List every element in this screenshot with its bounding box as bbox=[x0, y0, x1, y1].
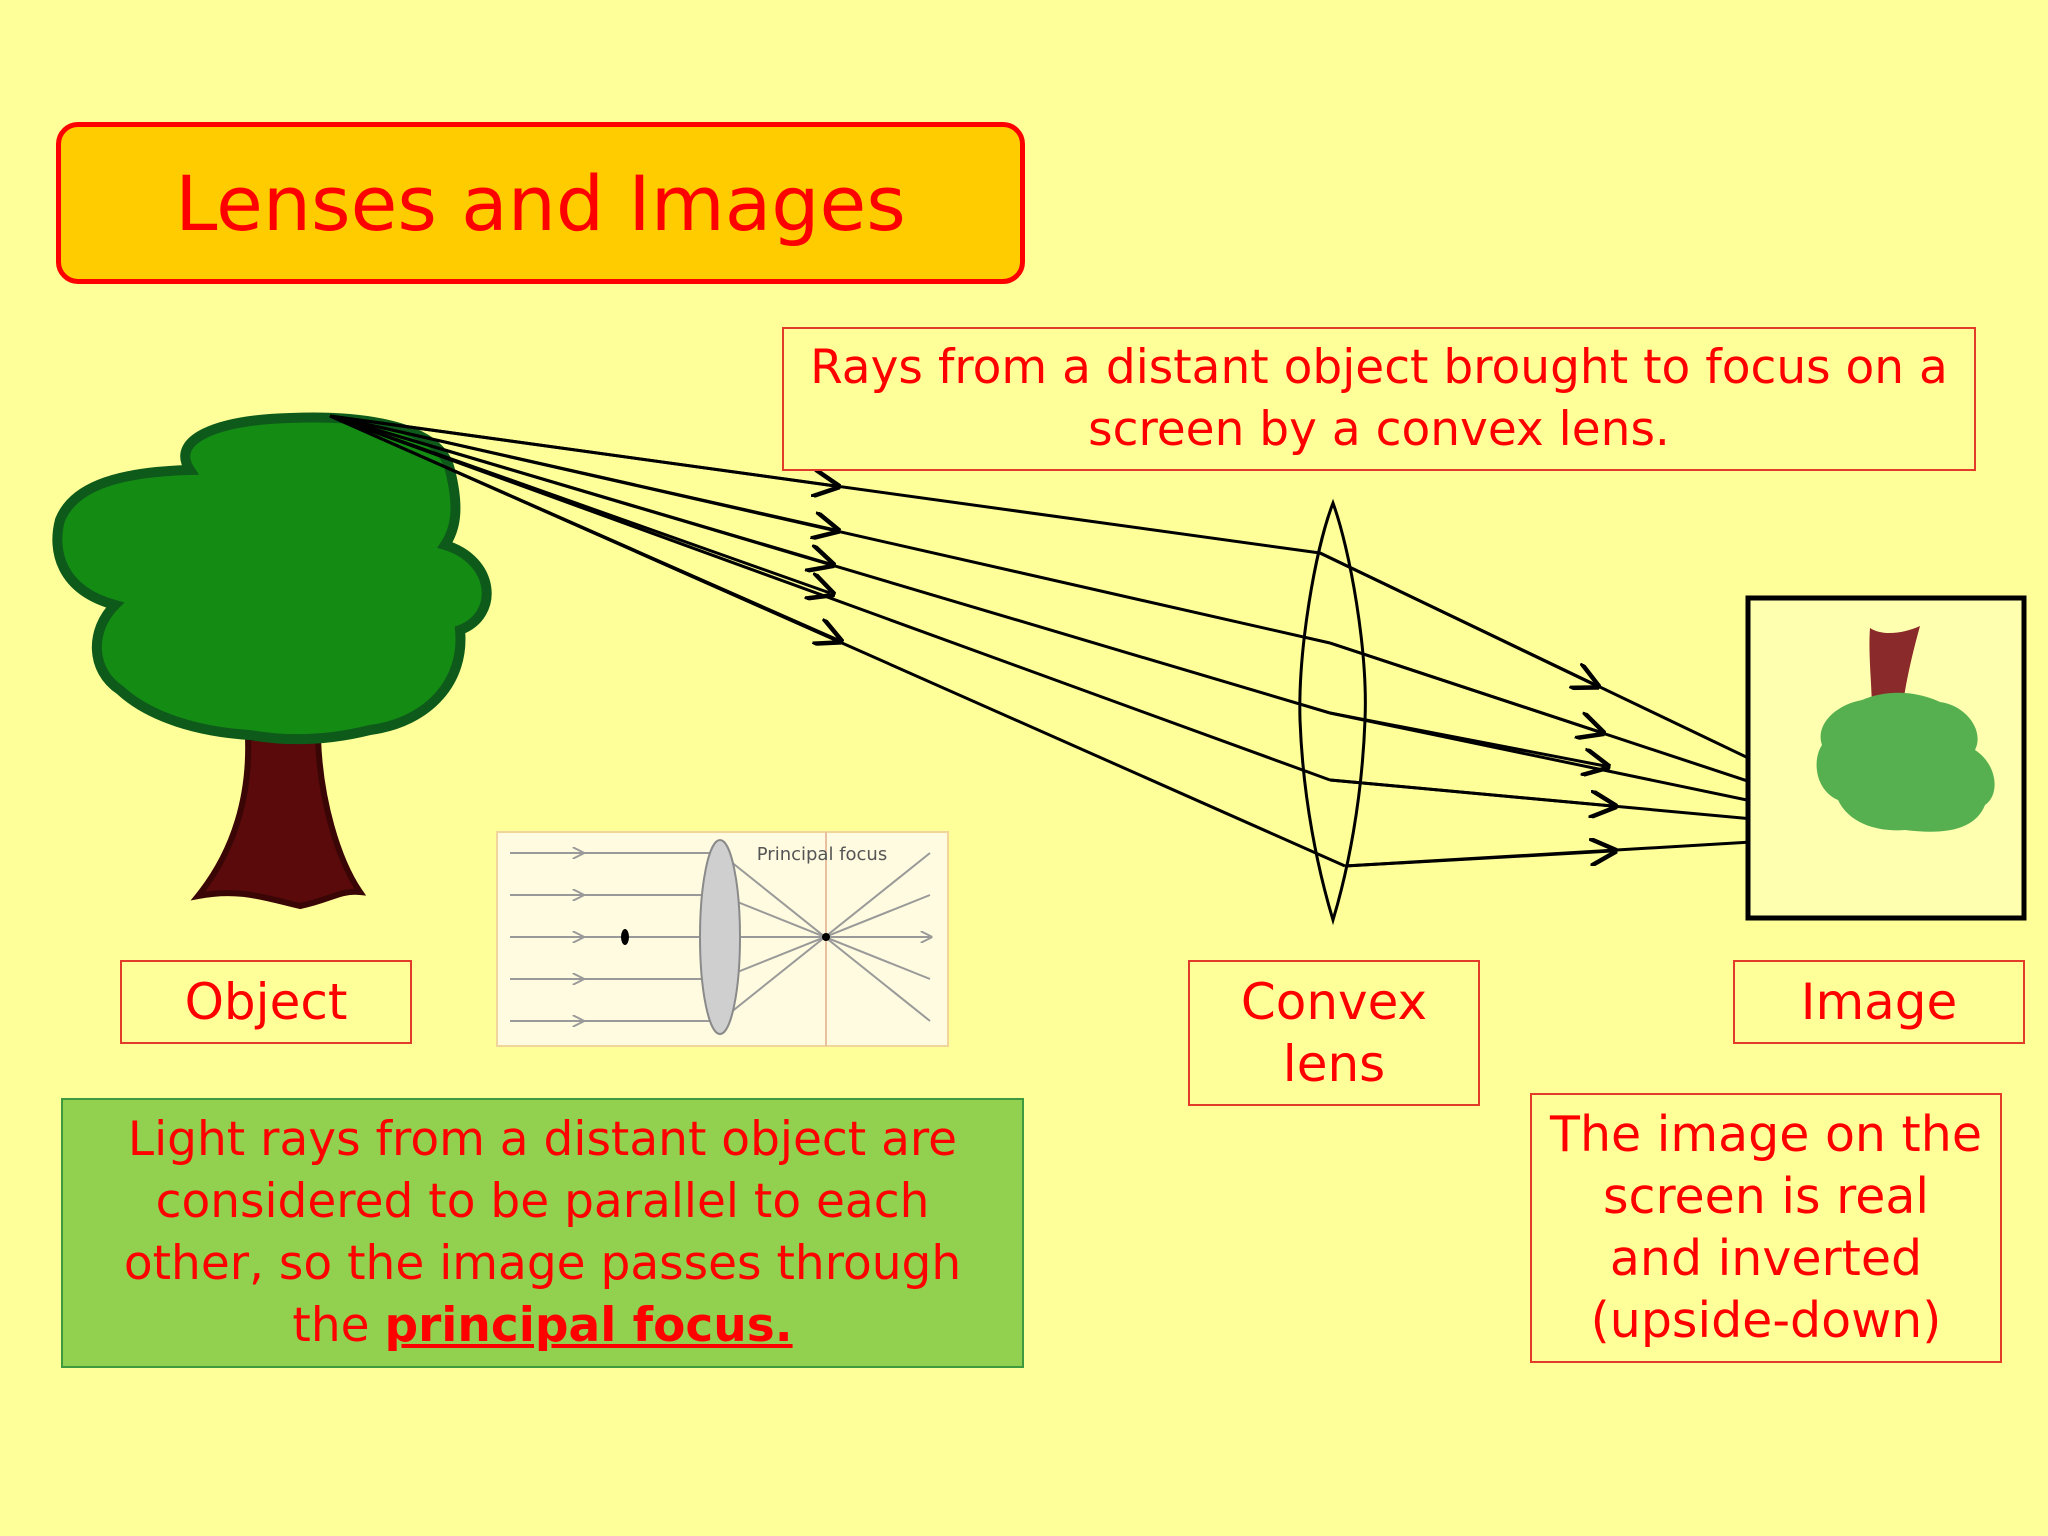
parallel-rays-note: Light rays from a distant object are con… bbox=[61, 1098, 1024, 1368]
page-title: Lenses and Images bbox=[56, 122, 1025, 284]
inverted-tree-icon bbox=[1816, 626, 1995, 832]
convex-lens-icon bbox=[1298, 498, 1367, 926]
tree-canopy bbox=[52, 412, 492, 745]
refracted-ray-1-arrow bbox=[1319, 551, 1595, 685]
refracted-ray-3-arrow bbox=[1329, 711, 1605, 766]
inset-focus-point bbox=[822, 933, 830, 941]
inset-principal-focus-label: Principal focus bbox=[757, 844, 887, 865]
incoming-rays bbox=[329, 414, 1346, 868]
principal-focus-term: principal focus. bbox=[384, 1298, 793, 1353]
diagram-caption: Rays from a distant object brought to fo… bbox=[782, 327, 1976, 471]
inset-lens-icon bbox=[699, 839, 741, 1035]
refracted-ray-4-arrow bbox=[1329, 778, 1612, 806]
ray-1-arrow bbox=[329, 414, 835, 486]
principal-focus-inset: Principal focus bbox=[496, 831, 949, 1047]
image-label: Image bbox=[1733, 960, 2025, 1044]
ray-3-arrow bbox=[329, 414, 830, 564]
image-screen bbox=[1745, 595, 2027, 921]
refracted-ray-2-arrow bbox=[1329, 641, 1600, 732]
refracted-ray-5-arrow bbox=[1344, 851, 1612, 868]
tree-trunk bbox=[190, 735, 367, 910]
ray-4-arrow bbox=[329, 414, 830, 593]
ray-5-arrow bbox=[329, 414, 838, 640]
refracted-rays bbox=[1319, 551, 1906, 868]
ray-2-arrow bbox=[329, 414, 835, 530]
object-label: Object bbox=[120, 960, 412, 1044]
inset-object-dot bbox=[621, 929, 629, 945]
tree-icon bbox=[52, 412, 492, 910]
convex-lens-label: Convex lens bbox=[1188, 960, 1480, 1106]
parallel-rays-text: Light rays from a distant object are con… bbox=[123, 1112, 962, 1353]
image-description-note: The image on the screen is real and inve… bbox=[1530, 1093, 2002, 1363]
